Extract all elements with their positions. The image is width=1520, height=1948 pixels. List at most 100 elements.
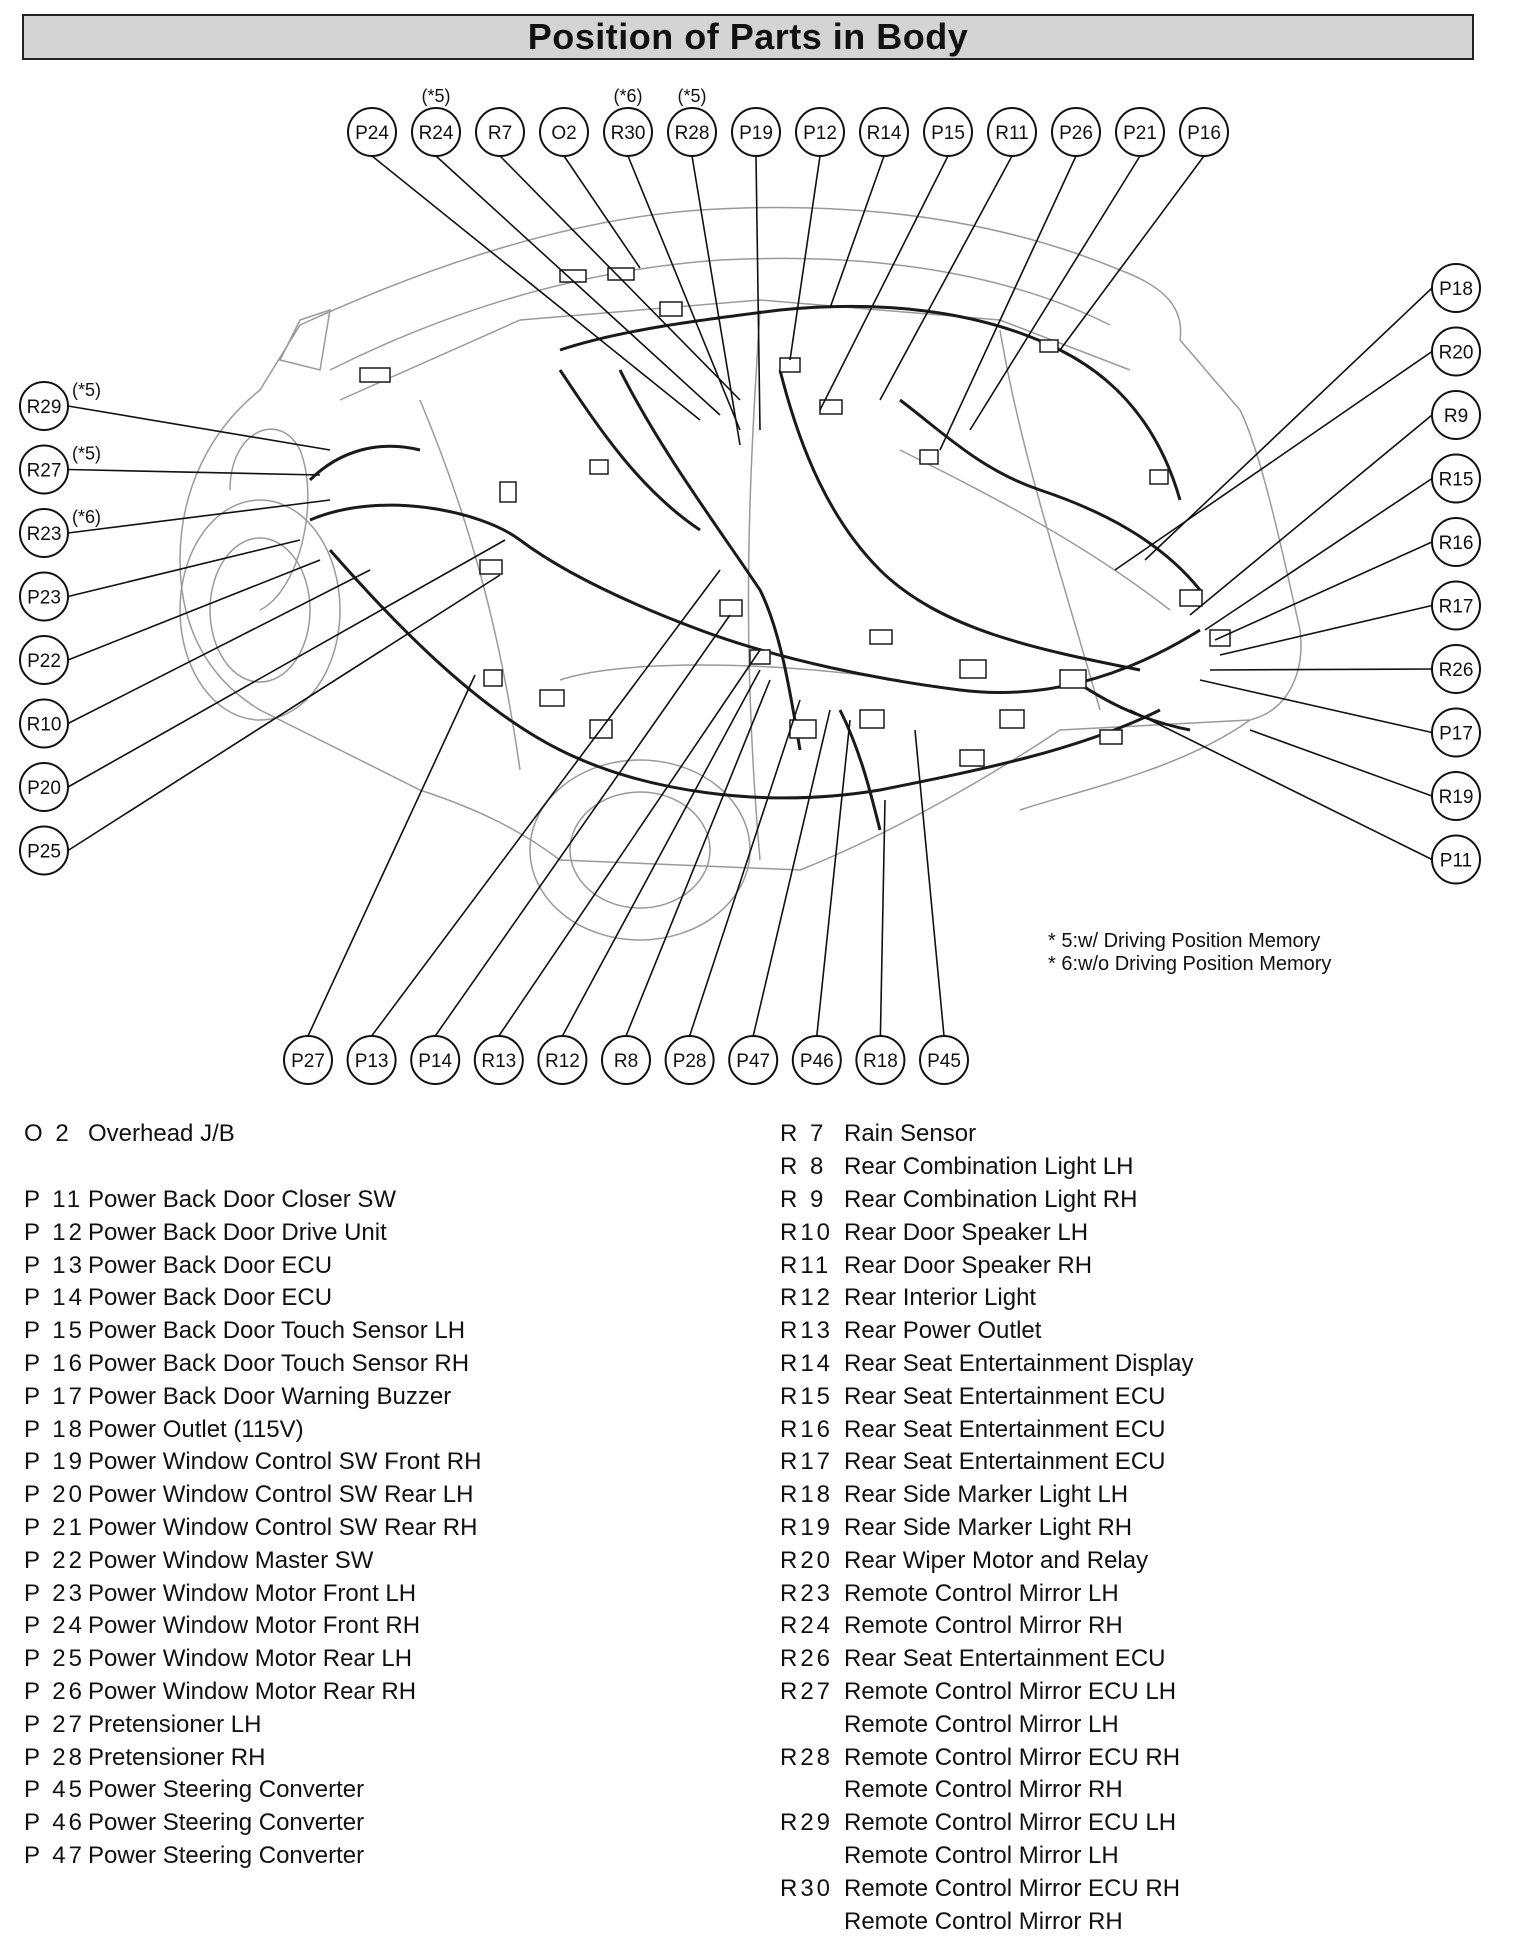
- callout-label: R18: [863, 1051, 898, 1072]
- legend-description: Power Steering Converter: [88, 1841, 365, 1869]
- connector-callout-p18: P18: [1431, 263, 1481, 313]
- legend-description: Power Window Control SW Front RH: [88, 1448, 482, 1476]
- callout-circle: [1179, 107, 1229, 157]
- callout-circle: [1431, 263, 1481, 313]
- callout-label: P24: [355, 123, 389, 144]
- callout-circle: [19, 825, 69, 876]
- callout-label: R20: [1439, 343, 1474, 364]
- leader-line-r20: [1114, 350, 1433, 571]
- legend-code: P 24: [24, 1612, 85, 1640]
- callout-label: P45: [927, 1051, 961, 1072]
- legend-description: Power Window Motor Rear LH: [88, 1645, 413, 1673]
- callout-note: (*6): [613, 86, 642, 106]
- callout-circle: [919, 1035, 969, 1085]
- callout-label: R7: [488, 123, 512, 144]
- connector-callout-p24: P24: [347, 107, 397, 157]
- callout-circle: [791, 1035, 842, 1085]
- legend-description: Remote Control Mirror ECU LH: [844, 1809, 1177, 1837]
- legend-row: Remote Control Mirror RH: [780, 1905, 1500, 1938]
- leader-line-r27: [67, 468, 321, 476]
- leader-line-p14: [434, 614, 731, 1037]
- connector-callout-p12: P12: [795, 107, 845, 157]
- legend-code: R28: [780, 1743, 834, 1771]
- legend-description: Pretensioner RH: [88, 1743, 266, 1771]
- callout-label: P17: [1439, 724, 1473, 745]
- legend-code: P 22: [24, 1546, 85, 1574]
- legend-description: Remote Control Mirror RH: [844, 1612, 1123, 1640]
- callout-label: P19: [739, 123, 773, 144]
- connector-callout-p26: P26: [1051, 107, 1101, 157]
- callout-circle: [283, 1035, 333, 1085]
- connector-callout-p47: P47: [728, 1035, 779, 1085]
- legend-description: Rain Sensor: [844, 1120, 977, 1148]
- connector-callout-r17: R17: [1431, 580, 1481, 631]
- callout-label: P13: [355, 1051, 389, 1072]
- callout-circle: [19, 571, 69, 622]
- connector-callout-r10: R10: [19, 698, 69, 749]
- callout-circle: [19, 698, 69, 749]
- legend-description: Rear Seat Entertainment ECU: [844, 1415, 1166, 1443]
- legend-code: P 45: [24, 1776, 85, 1804]
- vehicle-body-outline: [179, 206, 1302, 941]
- callout-label: R14: [867, 123, 902, 144]
- legend-row: Remote Control Mirror LH: [780, 1840, 1500, 1873]
- legend-description: Power Outlet (115V): [88, 1415, 304, 1443]
- legend-description: Power Back Door Touch Sensor LH: [88, 1317, 466, 1345]
- connector-callout-p14: P14: [410, 1035, 461, 1085]
- legend-code: P 13: [24, 1251, 85, 1279]
- callout-label: P11: [1440, 851, 1472, 872]
- leader-line-p18: [1144, 287, 1433, 561]
- callout-circle: [1051, 107, 1101, 157]
- callout-note: (*6): [72, 507, 101, 527]
- legend-description: Remote Control Mirror ECU LH: [844, 1677, 1177, 1705]
- legend-code: P 47: [24, 1841, 85, 1869]
- leader-line-p13: [370, 569, 721, 1037]
- callout-note: (*5): [677, 86, 706, 106]
- legend-code: R17: [780, 1448, 834, 1476]
- callout-circle: [1431, 453, 1481, 504]
- leader-line-p45: [914, 729, 945, 1037]
- legend-description: Rear Seat Entertainment ECU: [844, 1382, 1166, 1410]
- callout-label: P47: [736, 1051, 770, 1072]
- legend-description: Power Back Door Drive Unit: [88, 1218, 387, 1246]
- connector-callout-r11: R11: [987, 107, 1037, 157]
- legend-description: Rear Wiper Motor and Relay: [844, 1546, 1149, 1574]
- leader-line-p20: [67, 539, 506, 788]
- legend-description: Power Back Door Closer SW: [88, 1185, 397, 1213]
- connector-callout-p17: P17: [1431, 707, 1481, 758]
- callout-label: R12: [545, 1051, 580, 1072]
- callout-circle: [728, 1035, 779, 1085]
- legend-description: Rear Side Marker Light LH: [844, 1481, 1129, 1509]
- legend-description: Power Window Control SW Rear LH: [88, 1481, 474, 1509]
- legend-code: P 28: [24, 1743, 85, 1771]
- legend-description: Power Back Door ECU: [88, 1251, 333, 1279]
- callout-label: P16: [1187, 123, 1221, 144]
- leader-line-o2: [563, 155, 641, 269]
- connector-callout-r13: R13: [473, 1035, 524, 1085]
- callout-label: R30: [611, 123, 646, 144]
- leader-line-p21: [969, 155, 1141, 431]
- callout-circle: [1431, 517, 1481, 567]
- connector-callout-p21: P21: [1115, 107, 1165, 157]
- connector-callout-o2: O2: [539, 107, 589, 157]
- callout-label: P20: [27, 778, 61, 799]
- legend-code: P 46: [24, 1809, 85, 1837]
- callout-circle: [539, 107, 589, 157]
- callout-label: P12: [803, 123, 837, 144]
- legend-description: Rear Seat Entertainment Display: [844, 1349, 1194, 1377]
- legend-code: P 26: [24, 1677, 85, 1705]
- connector-callout-r23: R23(*6): [19, 507, 101, 558]
- connector-callout-p16: P16: [1179, 107, 1229, 157]
- callout-circle: [411, 107, 461, 157]
- leader-line-p46: [816, 719, 851, 1037]
